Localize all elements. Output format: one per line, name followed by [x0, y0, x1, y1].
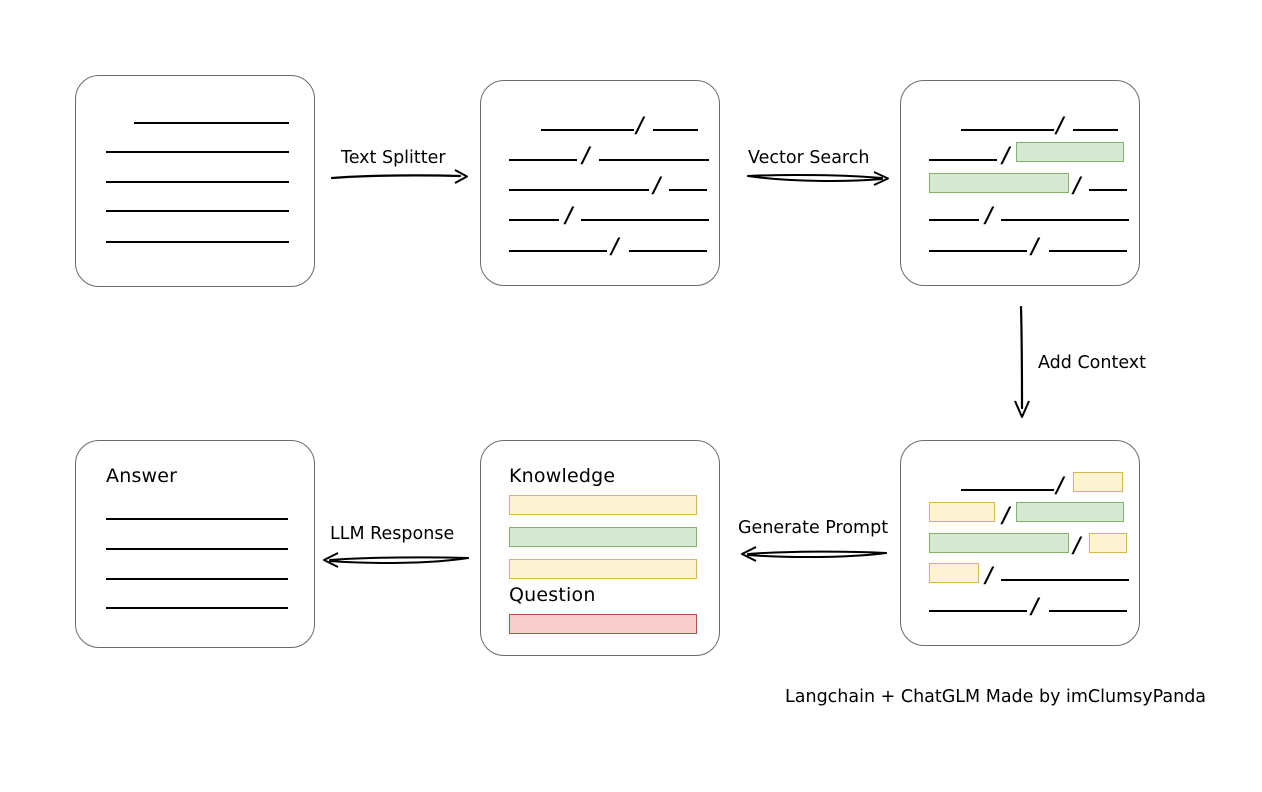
chunk-chip-yellow[interactable]	[1073, 472, 1123, 492]
text-line	[961, 489, 1054, 491]
slash-separator: /	[1073, 532, 1081, 557]
text-line	[106, 518, 288, 520]
edge-label-generate-prompt: Generate Prompt	[738, 518, 889, 538]
node-vector-matched-chunks[interactable]: / / / / /	[900, 80, 1140, 286]
text-line	[581, 219, 709, 221]
text-line	[134, 122, 289, 124]
text-line	[929, 610, 1027, 612]
slash-separator: /	[582, 142, 590, 167]
text-line	[509, 159, 577, 161]
text-line	[599, 159, 709, 161]
text-line	[106, 210, 289, 212]
question-bar[interactable]	[509, 614, 697, 634]
chunk-chip-green[interactable]	[929, 533, 1069, 553]
chunk-chip-yellow[interactable]	[929, 502, 995, 522]
chunk-chip-yellow[interactable]	[929, 563, 979, 583]
slash-separator: /	[985, 202, 993, 227]
chunk-chip-green[interactable]	[1016, 502, 1124, 522]
chunk-chip-yellow[interactable]	[1089, 533, 1127, 553]
text-line	[929, 159, 997, 161]
slash-separator: /	[1056, 112, 1064, 137]
knowledge-heading: Knowledge	[509, 465, 616, 487]
text-line	[106, 181, 289, 183]
arrow-add-context	[1014, 305, 1030, 418]
node-split-chunks[interactable]: / / / / /	[480, 80, 720, 286]
slash-separator: /	[1031, 593, 1039, 618]
text-line	[509, 250, 607, 252]
text-line	[1049, 250, 1127, 252]
chunk-chip-green[interactable]	[929, 173, 1069, 193]
edge-label-text-splitter: Text Splitter	[341, 148, 446, 168]
edge-label-add-context: Add Context	[1038, 353, 1146, 373]
slash-separator: /	[636, 112, 644, 137]
text-line	[1001, 579, 1129, 581]
node-answer[interactable]: Answer	[75, 440, 315, 648]
text-line	[106, 151, 289, 153]
text-line	[669, 189, 707, 191]
footer-credit: Langchain + ChatGLM Made by imClumsyPand…	[785, 687, 1207, 707]
slash-separator: /	[1002, 142, 1010, 167]
chunk-chip-green[interactable]	[1016, 142, 1124, 162]
text-line	[629, 250, 707, 252]
slash-separator: /	[985, 562, 993, 587]
arrow-llm-response	[323, 552, 469, 568]
text-line	[1001, 219, 1129, 221]
node-prompt[interactable]: Knowledge Question	[480, 440, 720, 656]
question-heading: Question	[509, 584, 596, 606]
slash-separator: /	[1031, 233, 1039, 258]
text-line	[106, 241, 289, 243]
text-line	[1049, 610, 1127, 612]
slash-separator: /	[1073, 172, 1081, 197]
answer-heading: Answer	[106, 465, 178, 487]
node-context-added-chunks[interactable]: / / / / /	[900, 440, 1140, 646]
text-line	[106, 548, 288, 550]
knowledge-bar-3[interactable]	[509, 559, 697, 579]
text-line	[961, 129, 1054, 131]
arrow-text-splitter	[330, 169, 468, 184]
text-line	[541, 129, 634, 131]
node-source-document[interactable]	[75, 75, 315, 287]
text-line	[509, 189, 649, 191]
text-line	[1089, 189, 1127, 191]
edge-label-llm-response: LLM Response	[330, 524, 455, 544]
text-line	[653, 129, 698, 131]
knowledge-bar-2[interactable]	[509, 527, 697, 547]
text-line	[106, 578, 288, 580]
slash-separator: /	[565, 202, 573, 227]
text-line	[509, 219, 559, 221]
text-line	[929, 219, 979, 221]
text-line	[106, 607, 288, 609]
slash-separator: /	[653, 172, 661, 197]
knowledge-bar-1[interactable]	[509, 495, 697, 515]
text-line	[1073, 129, 1118, 131]
edge-label-vector-search: Vector Search	[748, 148, 870, 168]
arrow-vector-search	[747, 171, 889, 186]
slash-separator: /	[1002, 502, 1010, 527]
slash-separator: /	[611, 233, 619, 258]
text-line	[929, 250, 1027, 252]
arrow-generate-prompt	[741, 546, 887, 562]
slash-separator: /	[1056, 472, 1064, 497]
